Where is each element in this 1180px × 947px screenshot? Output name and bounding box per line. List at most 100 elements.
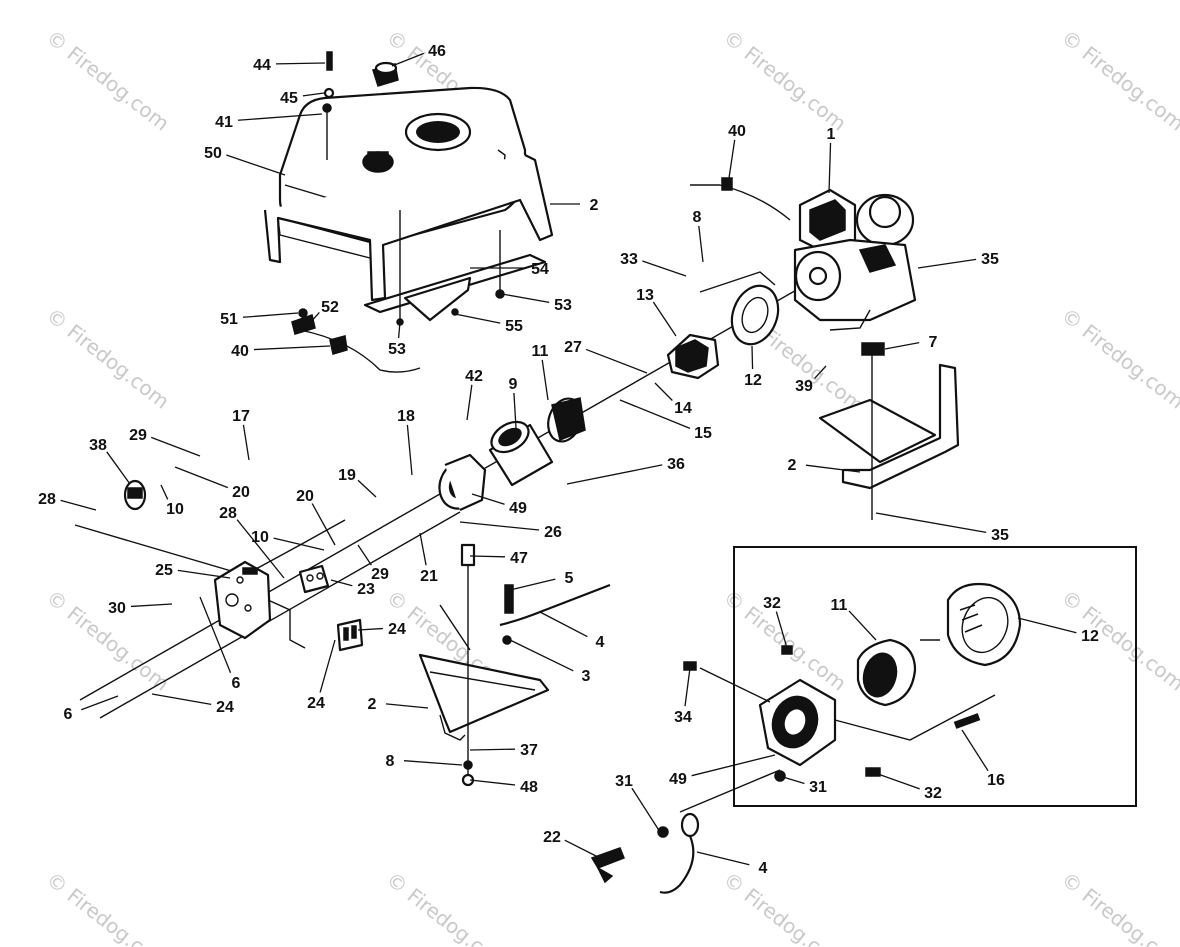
callout-number: 25	[155, 562, 173, 579]
leader-line	[319, 639, 336, 693]
callout-number: 40	[231, 343, 249, 360]
stator-ring	[699, 271, 780, 346]
callout-number: 24	[307, 695, 325, 712]
callout-number: 10	[251, 529, 269, 546]
callout-number: 2	[590, 197, 599, 214]
callout-number: 18	[397, 408, 415, 425]
callout-number: 39	[795, 378, 813, 395]
stud	[460, 543, 476, 787]
leader-line	[302, 92, 325, 97]
callout-number: 12	[744, 372, 762, 389]
callout-number: 17	[232, 408, 250, 425]
leader-line	[848, 610, 877, 641]
callout-number: 4	[596, 634, 605, 651]
leader-line	[253, 345, 331, 351]
leader-line	[805, 464, 861, 473]
callout-number: 1	[827, 126, 836, 143]
callout-number: 14	[674, 400, 692, 417]
watermark: © Firedog.com	[1057, 303, 1180, 413]
leader-line	[106, 451, 131, 485]
leader-line	[501, 293, 550, 304]
leader-line	[357, 627, 384, 631]
callout-number: 5	[565, 570, 574, 587]
callout-number: 31	[809, 779, 827, 796]
callout-number: 4	[759, 860, 768, 877]
leader-line	[226, 154, 286, 176]
callout-number: 16	[987, 772, 1005, 789]
watermark: © Firedog.com	[1057, 585, 1180, 695]
leader-line	[81, 695, 119, 711]
callout-number: 54	[531, 261, 549, 278]
callout-number: 2	[368, 696, 377, 713]
leader-line	[961, 729, 989, 772]
callout-number: 41	[215, 114, 233, 131]
watermark: © Firedog.com	[42, 303, 174, 413]
callout-number: 12	[1081, 628, 1099, 645]
ground-lead-upper	[499, 583, 611, 645]
leader-line	[652, 301, 677, 337]
callout-number: 15	[694, 425, 712, 442]
watermark: © Firedog.com	[719, 25, 851, 135]
leader-line	[642, 260, 687, 277]
callout-number: 7	[929, 334, 938, 351]
leader-line	[775, 611, 788, 649]
leader-line	[469, 779, 516, 786]
leader-line	[406, 424, 413, 476]
leader-line	[177, 569, 231, 579]
leader-line	[174, 466, 229, 489]
callout-number: 6	[64, 706, 73, 723]
leader-line	[509, 639, 574, 672]
callout-number: 21	[420, 568, 438, 585]
callout-number: 20	[296, 488, 314, 505]
callout-number: 24	[388, 621, 406, 638]
leader-line	[728, 139, 736, 179]
watermark: © Firedog.com	[1057, 25, 1180, 135]
leader-line	[585, 348, 648, 374]
watermark: © Firedog.com	[1057, 867, 1180, 947]
leader-line	[1017, 617, 1077, 634]
watermark: © Firedog.com	[42, 867, 174, 947]
callout-number: 26	[544, 524, 562, 541]
leader-line	[151, 693, 212, 706]
leader-line	[130, 603, 173, 608]
callout-number: 9	[509, 376, 518, 393]
leader-line	[513, 392, 517, 429]
leader-line	[459, 521, 540, 531]
callout-number: 48	[520, 779, 538, 796]
leader-line	[150, 436, 201, 457]
callout-number: 33	[620, 251, 638, 268]
leader-line	[237, 113, 323, 121]
leader-line	[357, 544, 372, 566]
leader-line	[330, 579, 353, 587]
frame-bottom	[418, 604, 550, 741]
callout-number: 11	[831, 597, 848, 614]
leader-line	[309, 312, 320, 324]
callout-number: 51	[220, 311, 238, 328]
watermarks: © Firedog.com © Firedog.com © Firedog.co…	[42, 25, 1180, 947]
callout-number: 29	[371, 566, 389, 583]
leader-line	[877, 773, 920, 790]
callout-number: 8	[386, 753, 395, 770]
callout-number: 28	[38, 491, 56, 508]
leader-line	[469, 748, 516, 751]
leader-line	[160, 484, 169, 500]
leader-line	[466, 384, 473, 421]
callout-number: 24	[216, 699, 234, 716]
callout-number: 20	[232, 484, 250, 501]
callout-number: 49	[509, 500, 527, 517]
end-plate	[213, 560, 306, 649]
callout-number: 37	[520, 742, 538, 759]
callout-number: 32	[924, 785, 942, 802]
outlet	[123, 479, 147, 511]
callout-number: 36	[667, 456, 685, 473]
leader-line	[397, 321, 401, 339]
leader-line	[564, 839, 601, 859]
leader-line	[875, 512, 987, 533]
callout-number: 55	[505, 318, 523, 335]
callout-number: 46	[428, 43, 446, 60]
callout-number: 38	[89, 437, 107, 454]
ground-lead-lower	[590, 769, 781, 894]
